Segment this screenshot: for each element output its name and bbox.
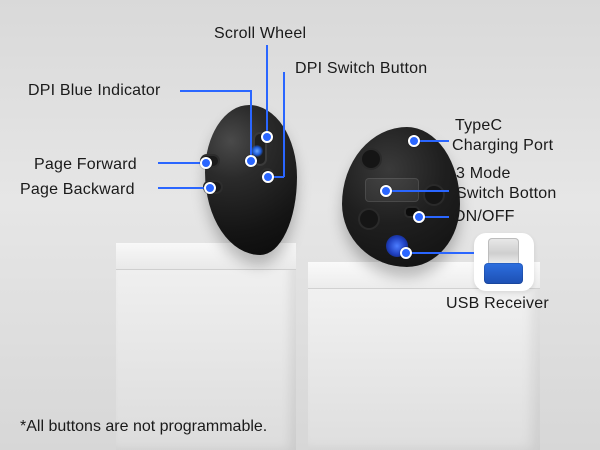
dpi-switch-leader-vertical xyxy=(283,72,285,177)
dpi-indicator-leader-horizontal xyxy=(180,90,250,92)
mouse-foot xyxy=(360,210,378,228)
usb-receiver-body xyxy=(484,263,523,284)
page-forward-leader xyxy=(158,162,202,164)
mode-switch-label-line1: 3 Mode xyxy=(456,165,511,182)
sensor-leader xyxy=(406,252,474,254)
dpi-indicator-leader-vertical xyxy=(250,90,252,155)
on-off-label: ON/OFF xyxy=(453,208,515,225)
dpi-indicator-dot xyxy=(245,155,257,167)
dpi-switch-button-label: DPI Switch Button xyxy=(295,60,428,77)
on-off-leader xyxy=(418,216,449,218)
page-backward-leader xyxy=(158,187,204,189)
mouse-foot xyxy=(425,186,443,204)
usb-receiver-connector xyxy=(488,238,519,266)
usb-receiver-label: USB Receiver xyxy=(446,295,549,312)
typec-dot xyxy=(408,135,420,147)
mode-switch-leader xyxy=(385,190,449,192)
scroll-wheel-dot xyxy=(261,131,273,143)
dpi-switch-dot xyxy=(262,171,274,183)
scroll-wheel-leader xyxy=(266,45,268,131)
page-backward-label: Page Backward xyxy=(20,181,135,198)
on-off-switch xyxy=(406,208,418,216)
mouse-foot xyxy=(362,150,380,168)
right-pedestal xyxy=(308,262,540,450)
left-pedestal xyxy=(116,243,296,450)
page-forward-label: Page Forward xyxy=(34,156,137,173)
dpi-switch-leader-horizontal xyxy=(268,176,284,178)
footnote: *All buttons are not programmable. xyxy=(20,418,268,435)
mode-switch-label-line2: Switch Botton xyxy=(456,185,557,202)
sensor-dot xyxy=(400,247,412,259)
dpi-blue-indicator-label: DPI Blue Indicator xyxy=(28,82,161,99)
mode-switch-dot xyxy=(380,185,392,197)
on-off-dot xyxy=(413,211,425,223)
typec-leader xyxy=(413,140,449,142)
page-backward-dot xyxy=(204,182,216,194)
typec-label-line2: Charging Port xyxy=(452,137,554,154)
scroll-wheel-label: Scroll Wheel xyxy=(214,25,307,42)
page-forward-dot xyxy=(200,157,212,169)
typec-label-line1: TypeC xyxy=(455,117,503,134)
dpi-blue-indicator-led xyxy=(251,145,263,157)
